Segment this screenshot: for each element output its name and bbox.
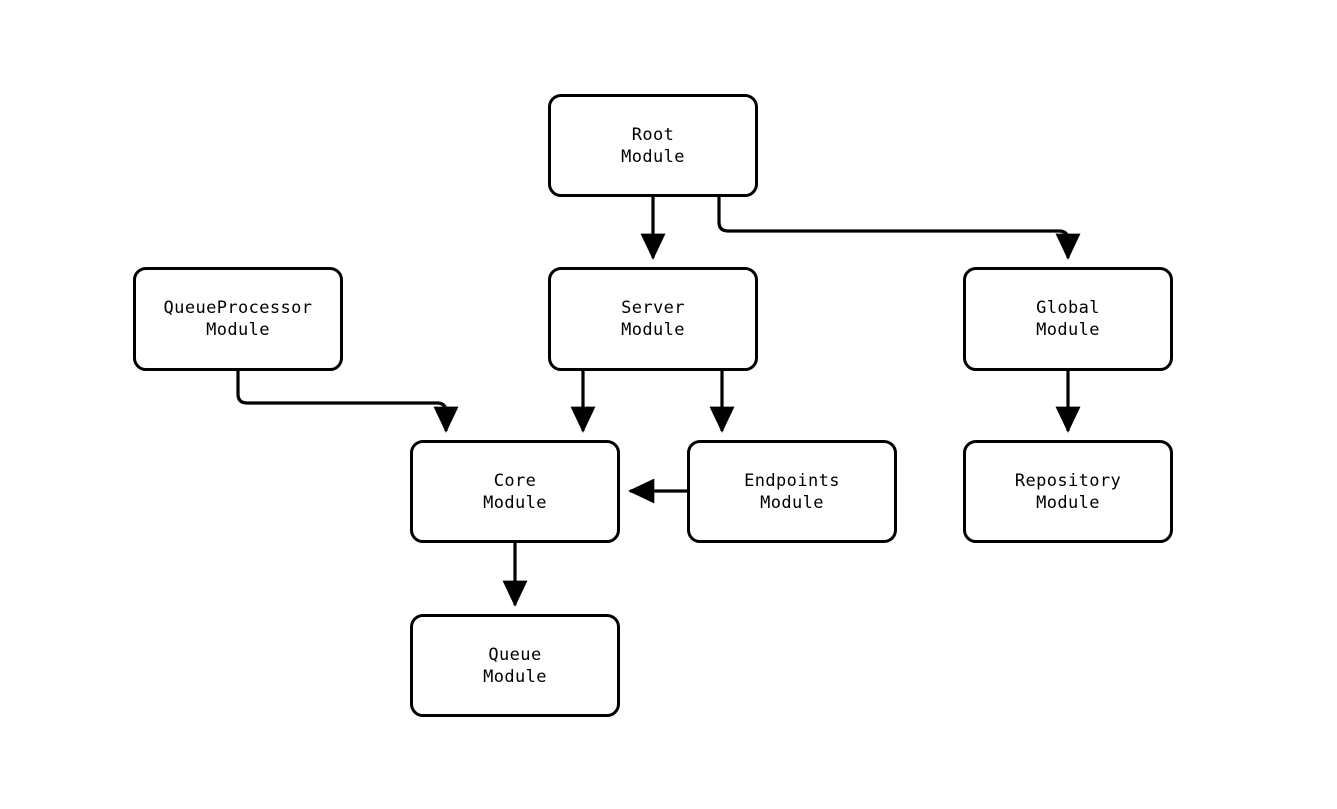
node-global-line1: Global bbox=[1036, 298, 1100, 318]
node-repository-line1: Repository bbox=[1014, 470, 1122, 491]
edge-root-to-global bbox=[717, 197, 1081, 260]
node-global-line2: Module bbox=[1036, 320, 1100, 340]
node-repository-line2: Module bbox=[1036, 492, 1100, 513]
node-endpoints-line2: Module bbox=[760, 492, 824, 513]
node-server-line2: Module bbox=[621, 320, 685, 340]
node-core-line1: Core bbox=[493, 470, 537, 491]
node-global[interactable]: Global Module bbox=[963, 267, 1173, 371]
node-server-line1: Server bbox=[621, 298, 685, 318]
node-queue[interactable]: Queue Module bbox=[410, 614, 620, 717]
node-endpoints-line1: Endpoints bbox=[744, 470, 840, 491]
node-server[interactable]: Server Module bbox=[548, 267, 758, 371]
node-core[interactable]: Core Module bbox=[410, 440, 620, 543]
node-queue-line2: Module bbox=[483, 666, 547, 687]
node-queueprocessor-line2: Module bbox=[206, 320, 270, 340]
node-root[interactable]: Root Module bbox=[548, 94, 758, 197]
node-queueprocessor-line1: QueueProcessor bbox=[163, 298, 313, 318]
node-queueprocessor[interactable]: QueueProcessor Module bbox=[133, 267, 343, 371]
edge-queueprocessor-to-core bbox=[236, 371, 459, 433]
node-endpoints[interactable]: Endpoints Module bbox=[687, 440, 897, 543]
node-core-line2: Module bbox=[483, 492, 547, 513]
node-repository[interactable]: Repository Module bbox=[963, 440, 1173, 543]
node-root-line1: Root bbox=[631, 124, 675, 145]
node-queue-line1: Queue bbox=[488, 644, 542, 665]
node-root-line2: Module bbox=[621, 146, 685, 167]
